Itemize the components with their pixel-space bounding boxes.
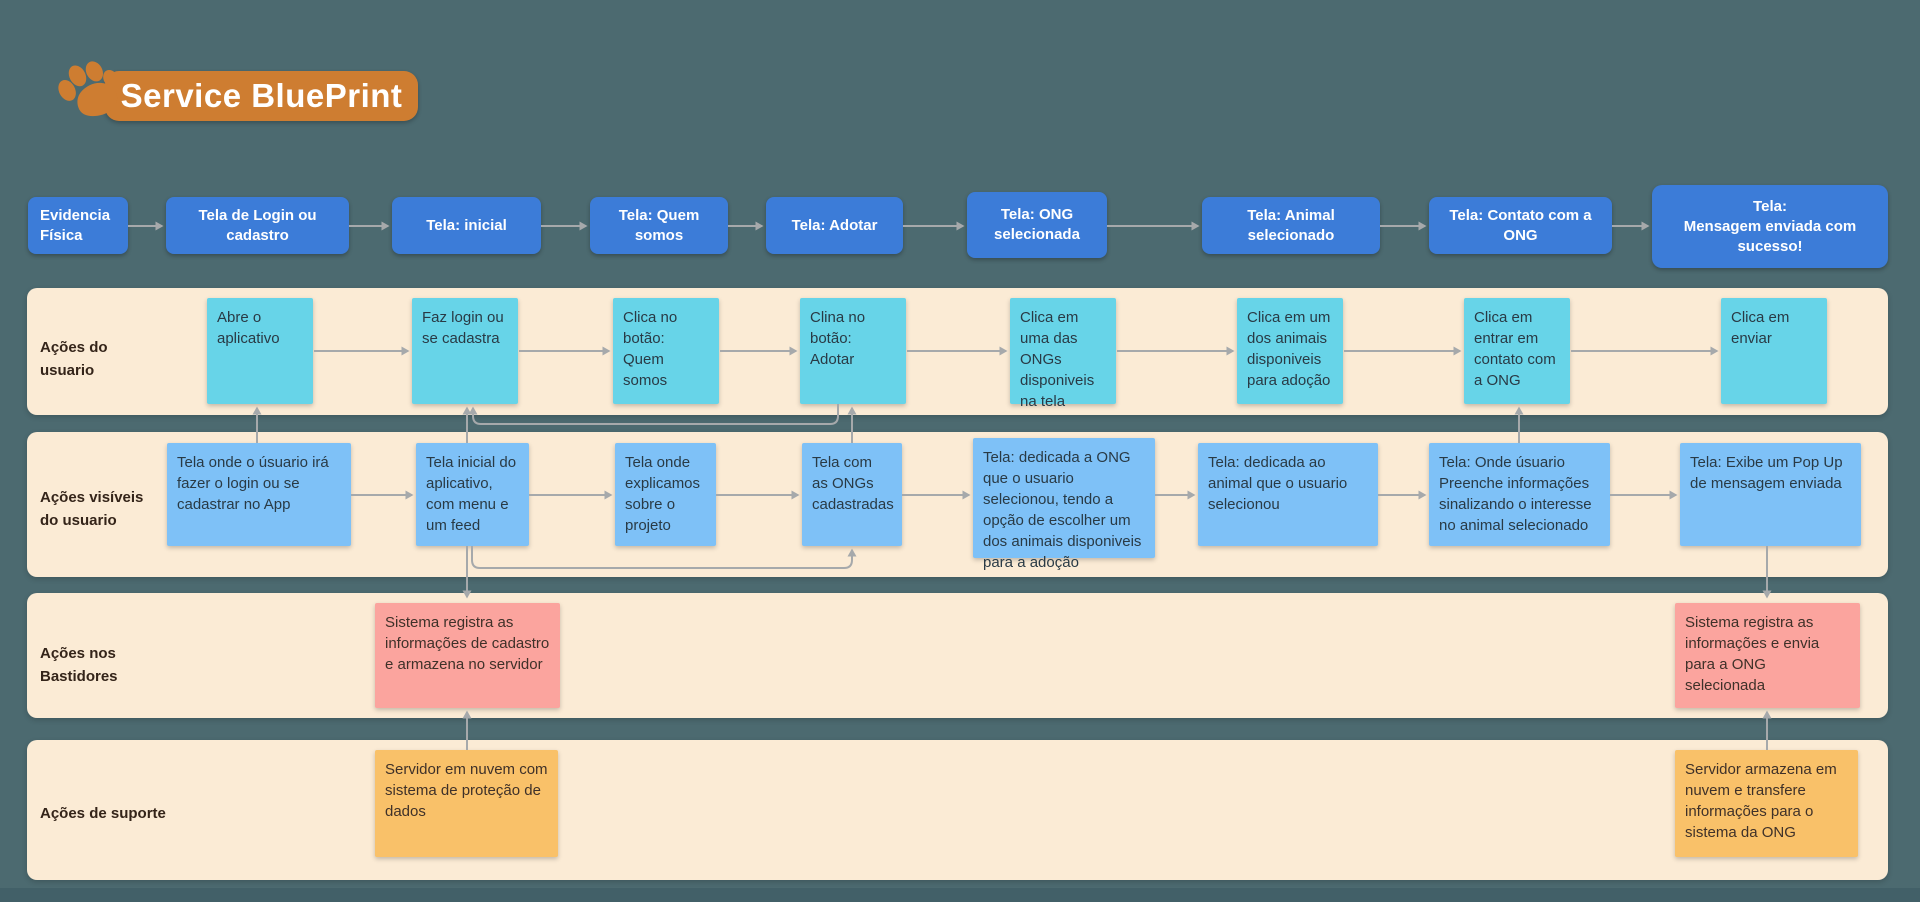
note-user-abre-aplicativo[interactable]: Abre o aplicativo bbox=[207, 298, 313, 404]
lane-backstage-actions bbox=[27, 593, 1888, 718]
note-visible-tela-interesse[interactable]: Tela: Onde úsuario Preenche informações … bbox=[1429, 443, 1610, 546]
logo-badge: Service BluePrint bbox=[105, 71, 418, 121]
logo-text: Service BluePrint bbox=[120, 77, 403, 114]
note-visible-tela-animal[interactable]: Tela: dedicada ao animal que o usuario s… bbox=[1198, 443, 1378, 546]
note-visible-tela-projeto[interactable]: Tela onde explicamos sobre o projeto bbox=[615, 443, 716, 546]
note-user-clica-animal[interactable]: Clica em um dos animais disponiveis para… bbox=[1237, 298, 1343, 404]
header-box-tela-contato-ong[interactable]: Tela: Contato com a ONG bbox=[1429, 197, 1612, 254]
lane-support-actions bbox=[27, 740, 1888, 880]
note-support-transfere-ong[interactable]: Servidor armazena em nuvem e transfere i… bbox=[1675, 750, 1858, 857]
note-user-clica-ong[interactable]: Clica em uma das ONGs disponiveis na tel… bbox=[1010, 298, 1116, 410]
bottom-strip bbox=[0, 888, 1920, 902]
paw-icon bbox=[58, 61, 119, 117]
lane-label-backstage: Ações nos Bastidores bbox=[40, 645, 118, 685]
note-user-clica-quem-somos[interactable]: Clica no botão: Quem somos bbox=[613, 298, 719, 404]
header-box-tela-ong-selecionada[interactable]: Tela: ONG selecionada bbox=[967, 192, 1107, 258]
note-backstage-registra-cadastro[interactable]: Sistema registra as informações de cadas… bbox=[375, 603, 560, 708]
note-user-clica-adotar[interactable]: Clina no botão: Adotar bbox=[800, 298, 906, 404]
note-user-faz-login[interactable]: Faz login ou se cadastra bbox=[412, 298, 518, 404]
lane-label-user: Ações do usuario bbox=[40, 339, 108, 379]
note-visible-tela-ongs[interactable]: Tela com as ONGs cadastradas bbox=[802, 443, 902, 546]
note-visible-tela-ong-dedicada[interactable]: Tela: dedicada a ONG que o usuario selec… bbox=[973, 438, 1155, 571]
note-backstage-envia-ong[interactable]: Sistema registra as informações e envia … bbox=[1675, 603, 1860, 708]
header-box-tela-inicial[interactable]: Tela: inicial bbox=[392, 197, 541, 254]
note-visible-tela-login[interactable]: Tela onde o úsuario irá fazer o login ou… bbox=[167, 443, 351, 546]
note-user-clica-enviar[interactable]: Clica em enviar bbox=[1721, 298, 1827, 404]
header-box-tela-login[interactable]: Tela de Login ou cadastro bbox=[166, 197, 349, 254]
note-user-clica-contato[interactable]: Clica em entrar em contato com a ONG bbox=[1464, 298, 1570, 404]
header-box-tela-quem-somos[interactable]: Tela: Quem somos bbox=[590, 197, 728, 254]
header-box-tela-animal-selecionado[interactable]: Tela: Animal selecionado bbox=[1202, 197, 1380, 254]
note-visible-tela-popup[interactable]: Tela: Exibe um Pop Up de mensagem enviad… bbox=[1680, 443, 1861, 546]
lane-label-visible: Ações visíveis do usuario bbox=[40, 489, 144, 529]
lane-label-support: Ações de suporte bbox=[40, 805, 166, 822]
note-support-servidor-nuvem[interactable]: Servidor em nuvem com sistema de proteçã… bbox=[375, 750, 558, 857]
header-box-tela-adotar[interactable]: Tela: Adotar bbox=[766, 197, 903, 254]
header-box-evidencia-fisica[interactable]: Evidencia Física bbox=[28, 197, 128, 254]
header-box-tela-mensagem-enviada[interactable]: Tela: Mensagem enviada com sucesso! bbox=[1652, 185, 1888, 268]
note-visible-tela-inicial[interactable]: Tela inicial do aplicativo, com menu e u… bbox=[416, 443, 529, 546]
